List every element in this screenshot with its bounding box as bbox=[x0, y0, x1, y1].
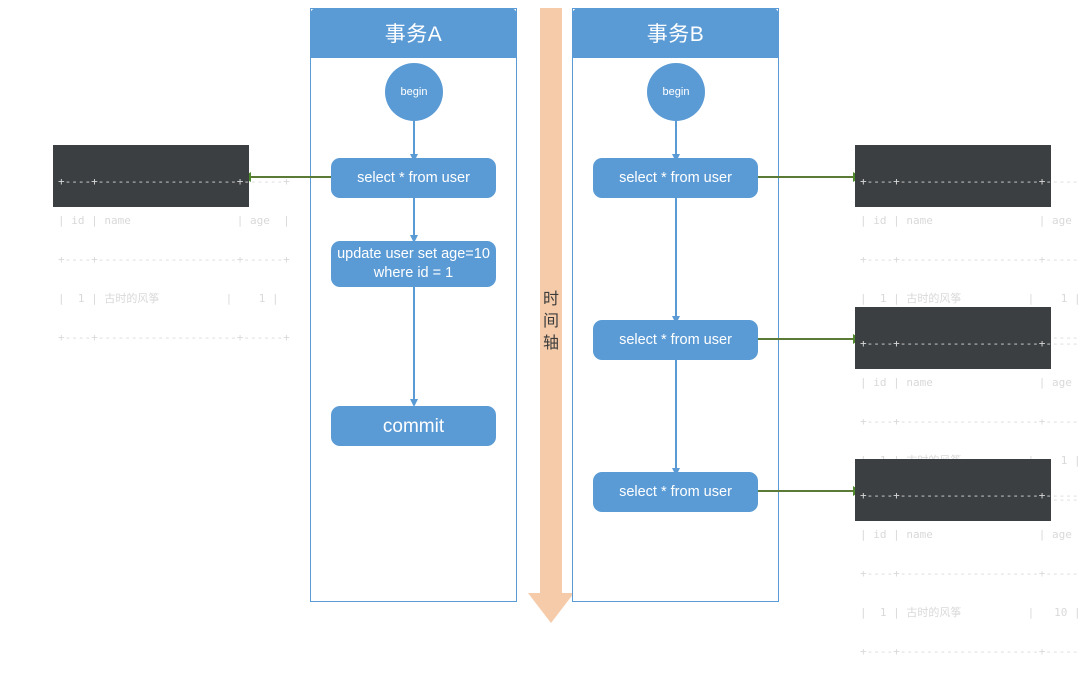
transaction-b-begin-label: begin bbox=[662, 86, 690, 98]
transaction-a-commit-label: commit bbox=[382, 415, 445, 437]
table-data-row: | 1 | 古时的风筝 | 1 | bbox=[58, 292, 279, 305]
transaction-b-select-box-1[interactable]: select * from user bbox=[593, 158, 758, 198]
transaction-a-select-box[interactable]: select * from user bbox=[331, 158, 496, 198]
transaction-a-update-line1: update user set age=10 bbox=[337, 246, 490, 262]
time-axis-label: 时 间 轴 bbox=[540, 288, 562, 354]
transaction-a-update-line2: where id = 1 bbox=[373, 265, 454, 281]
transaction-a-title: 事务A bbox=[384, 23, 443, 46]
time-axis-char-2: 间 bbox=[542, 311, 559, 330]
transaction-a-commit-box[interactable]: commit bbox=[331, 406, 496, 446]
transaction-a-select-label: select * from user bbox=[357, 169, 470, 186]
table-row: +----+---------------------+------+ bbox=[860, 567, 1080, 580]
table-row: +----+---------------------+------+ bbox=[860, 489, 1080, 502]
connector-a-begin-to-select bbox=[410, 121, 418, 162]
transaction-a-begin-node[interactable]: begin bbox=[385, 63, 443, 121]
transaction-b-title: 事务B bbox=[646, 23, 705, 46]
transaction-b-header: 事务B bbox=[572, 8, 779, 58]
table-row: +----+---------------------+------+ bbox=[860, 253, 1080, 266]
table-row: +----+---------------------+------+ bbox=[860, 175, 1080, 188]
connector-b-begin-to-select1 bbox=[672, 121, 680, 162]
table-row: +----+---------------------+------+ bbox=[860, 337, 1080, 350]
table-header-row: | id | name | age | bbox=[860, 528, 1080, 541]
transaction-a-header: 事务A bbox=[310, 8, 517, 58]
connector-b-select1-to-select2 bbox=[672, 198, 680, 324]
connector-a-update-to-commit bbox=[410, 287, 418, 407]
time-axis: 时 间 轴 bbox=[528, 8, 574, 623]
arrowhead-down-icon bbox=[410, 235, 418, 243]
transaction-b-select-box-2[interactable]: select * from user bbox=[593, 320, 758, 360]
result-table-b-select-1: +----+---------------------+------+ | id… bbox=[855, 145, 1080, 344]
transaction-a-update-box[interactable]: update user set age=10 where id = 1 bbox=[331, 241, 496, 287]
transaction-b-select-3-label: select * from user bbox=[619, 483, 732, 500]
connector-b-select3-to-result bbox=[758, 486, 861, 496]
transaction-b-select-2-label: select * from user bbox=[619, 331, 732, 348]
connector-b-select2-to-select3 bbox=[672, 360, 680, 476]
table-row: +----+---------------------+------+ bbox=[860, 415, 1080, 428]
transaction-b-select-1-label: select * from user bbox=[619, 169, 732, 186]
result-table-a-select-1: +----+---------------------+------+ | id… bbox=[53, 145, 290, 344]
table-header-row: | id | name | age | bbox=[58, 214, 290, 227]
table-row: +----+---------------------+------+ bbox=[58, 175, 290, 188]
time-axis-shaft bbox=[540, 8, 562, 593]
table-row: +----+---------------------+------+ bbox=[860, 645, 1080, 658]
result-table-b-select-3: +----+---------------------+------+ | id… bbox=[855, 459, 1080, 658]
table-data-row: | 1 | 古时的风筝 | 10 | bbox=[860, 606, 1080, 619]
table-row: +----+---------------------+------+ bbox=[58, 253, 290, 266]
diagram-canvas: 事务A begin select * from user update user… bbox=[53, 8, 1080, 658]
arrowhead-down-icon bbox=[410, 399, 418, 407]
connector-b-select1-to-result bbox=[758, 172, 861, 182]
transaction-a-begin-label: begin bbox=[400, 86, 428, 98]
table-header-row: | id | name | age | bbox=[860, 376, 1080, 389]
time-axis-char-1: 时 bbox=[542, 289, 559, 308]
transaction-b-begin-node[interactable]: begin bbox=[647, 63, 705, 121]
result-table-b-select-2: +----+---------------------+------+ | id… bbox=[855, 307, 1080, 506]
connector-a-select-to-update bbox=[410, 198, 418, 243]
connector-b-select2-to-result bbox=[758, 334, 861, 344]
table-data-row: | 1 | 古时的风筝 | 1 | bbox=[860, 292, 1080, 305]
table-row: +----+---------------------+------+ bbox=[58, 331, 290, 344]
transaction-b-select-box-3[interactable]: select * from user bbox=[593, 472, 758, 512]
time-axis-arrowhead-icon bbox=[528, 593, 574, 623]
time-axis-char-3: 轴 bbox=[542, 333, 559, 352]
table-header-row: | id | name | age | bbox=[860, 214, 1080, 227]
